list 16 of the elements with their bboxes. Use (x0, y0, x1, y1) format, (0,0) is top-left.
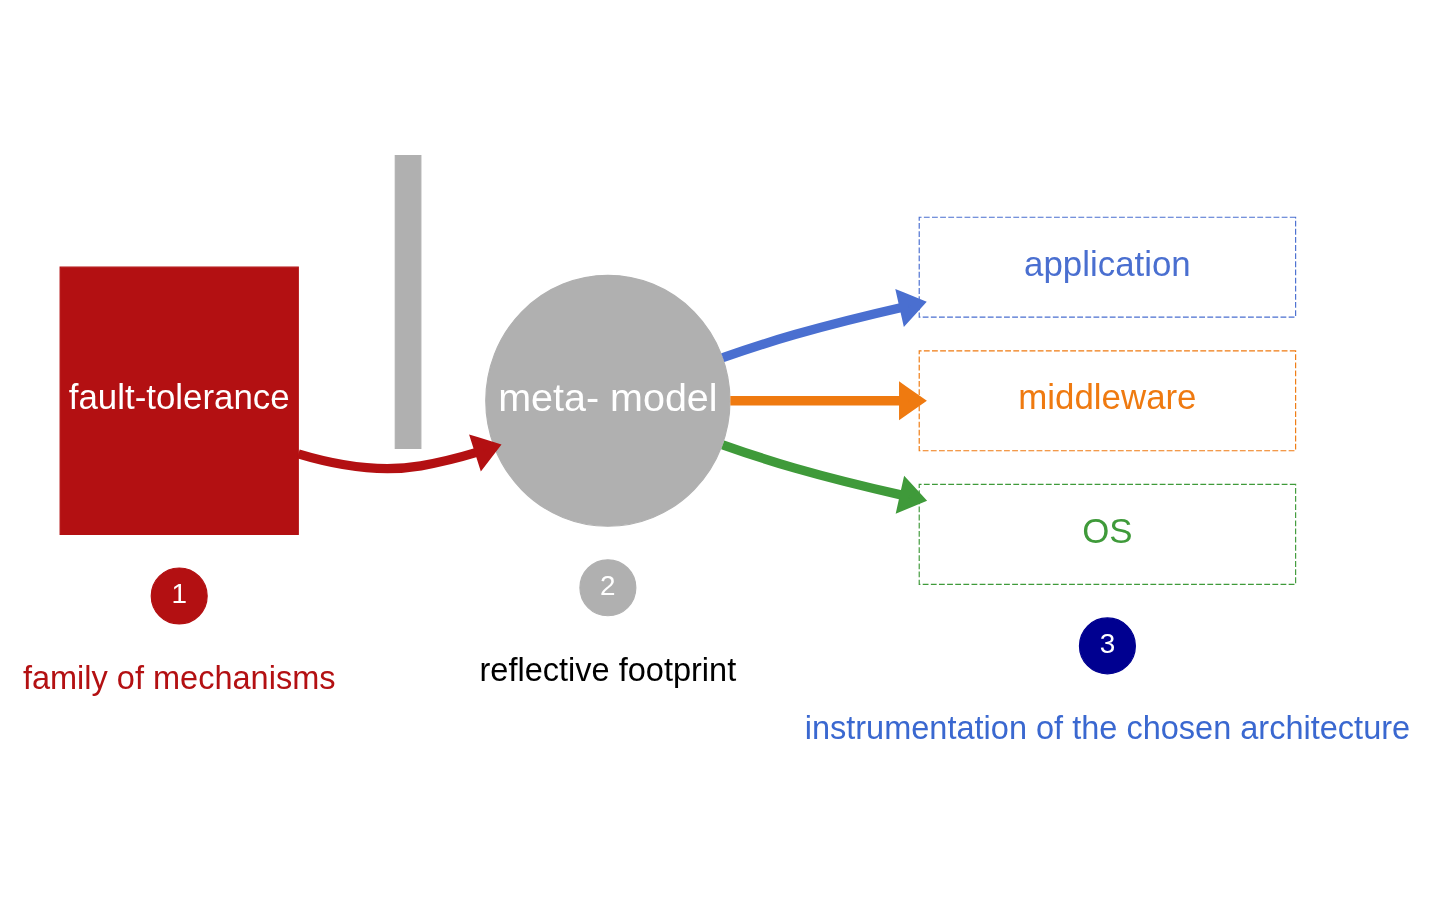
node-box: OS (918, 483, 1297, 585)
node-circle: 3 (1078, 617, 1136, 675)
node-box: middleware (918, 350, 1297, 452)
arrow (721, 440, 928, 514)
arrow (297, 434, 502, 474)
arrow (721, 288, 927, 362)
node-label: family of mechanisms (22, 659, 336, 696)
node-box: application (918, 216, 1297, 318)
node-circle: 2 (579, 559, 637, 617)
arrow (730, 381, 927, 421)
node-circle: 1 (150, 567, 208, 625)
node-bar (394, 155, 422, 449)
node-box: fault-tolerance (59, 266, 299, 535)
node-circle: meta- model (485, 274, 731, 527)
node-label: instrumentation of the chosen architecture (804, 709, 1411, 746)
node-label: reflective footprint (479, 651, 737, 688)
